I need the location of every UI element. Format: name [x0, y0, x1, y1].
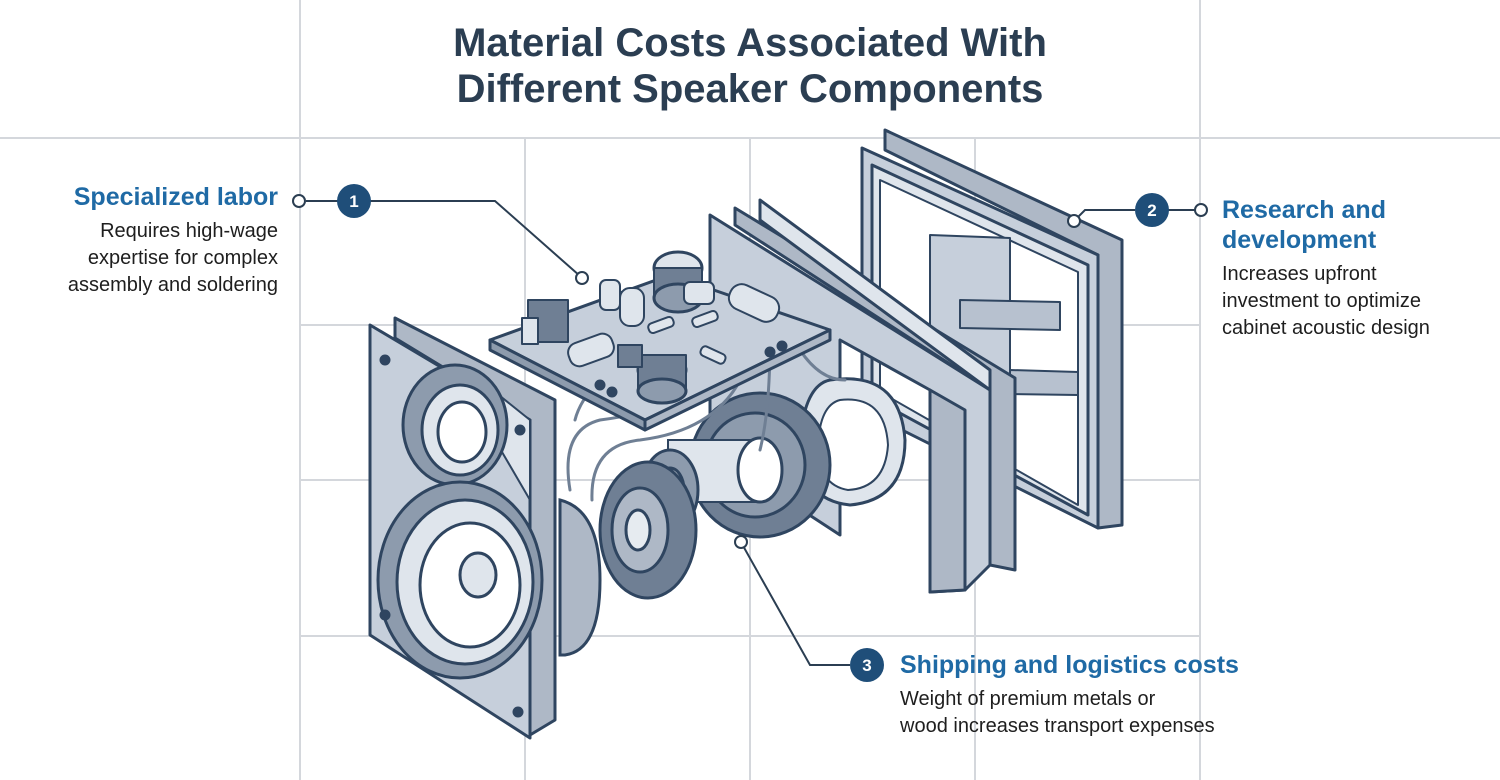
callout-1-body: Requires high-wage expertise for complex…: [0, 218, 278, 299]
callout-2-heading: Research and development: [1222, 195, 1492, 255]
back-panel: [860, 128, 1124, 530]
title-line-1: Material Costs Associated With: [453, 21, 1047, 65]
callout-3-body-line-1: Weight of premium metals or: [900, 688, 1156, 710]
page-title: Material Costs Associated With Different…: [0, 20, 1500, 112]
driver-basket: [558, 498, 602, 657]
callout-1-body-line-2: expertise for complex: [87, 247, 278, 269]
callout-2-body: Increases upfront investment to optimize…: [1222, 261, 1492, 342]
callout-1-body-line-3: assembly and soldering: [67, 274, 278, 296]
callout-2-body-line-3: cabinet acoustic design: [1222, 317, 1430, 339]
callout-specialized-labor: Specialized labor Requires high-wage exp…: [0, 182, 278, 299]
callout-2-body-line-1: Increases upfront: [1222, 263, 1377, 285]
callout-1-heading: Specialized labor: [73, 183, 278, 211]
badge-1: 1: [337, 184, 371, 218]
driver-magnet-assembly: [598, 391, 832, 600]
callout-3-body-line-2: wood increases transport expenses: [900, 715, 1215, 737]
badge-2-number: 2: [1147, 201, 1156, 220]
badge-3: 3: [850, 648, 884, 682]
callout-research-development: Research and development Increases upfro…: [1222, 195, 1492, 342]
badge-1-number: 1: [349, 192, 358, 211]
callout-2-heading-line-2: development: [1222, 226, 1377, 254]
callout-2-heading-line-1: Research and: [1222, 196, 1386, 224]
front-baffle: [368, 316, 557, 740]
callout-2-body-line-2: investment to optimize: [1222, 290, 1421, 312]
leader-end-points: [292, 194, 1208, 549]
callout-3-body: Weight of premium metals or wood increas…: [900, 686, 1320, 740]
callout-3-heading: Shipping and logistics costs: [900, 651, 1239, 679]
crossover-circuit-board: [488, 250, 832, 432]
badge-2: 2: [1135, 193, 1169, 227]
callout-1-body-line-1: Requires high-wage: [100, 220, 278, 242]
callout-shipping-logistics: Shipping and logistics costs Weight of p…: [900, 650, 1320, 740]
badge-3-number: 3: [862, 656, 871, 675]
title-line-2: Different Speaker Components: [456, 67, 1044, 111]
